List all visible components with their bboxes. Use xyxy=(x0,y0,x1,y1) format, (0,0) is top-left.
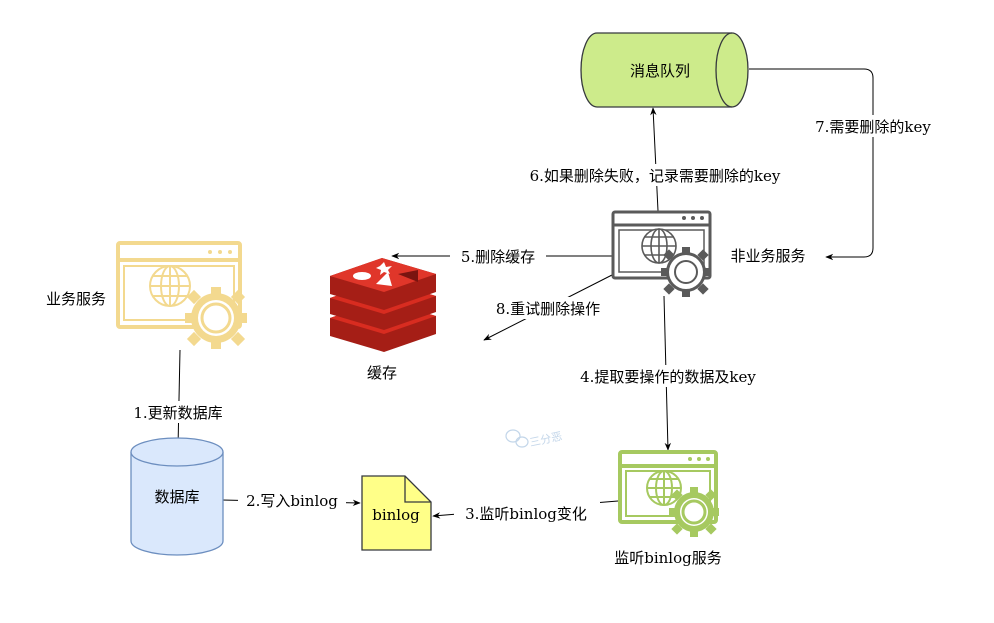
edge-label-listen-binlog: 3.监听binlog变化 xyxy=(465,505,587,523)
edge-label-delete-cache: 5.删除缓存 xyxy=(461,248,535,266)
binlog-file-label: binlog xyxy=(372,506,420,524)
edge-label-write-binlog: 2.写入binlog xyxy=(246,492,338,510)
edge-extract-data-key: 4.提取要操作的数据及key xyxy=(556,295,780,451)
edge-write-binlog: 2.写入binlog xyxy=(221,489,361,511)
non-business-service-label: 非业务服务 xyxy=(730,247,805,265)
gear-icon xyxy=(661,247,711,297)
edge-label-extract-data-key: 4.提取要操作的数据及key xyxy=(580,368,756,386)
cache-node[interactable]: 缓存 xyxy=(330,258,436,382)
edge-label-update-database: 1.更新数据库 xyxy=(133,404,222,422)
watermark: 三分恶 xyxy=(505,429,563,450)
message-queue-node[interactable]: 消息队列 xyxy=(580,32,749,108)
wechat-icon xyxy=(505,429,529,448)
gear-icon xyxy=(669,487,719,537)
edge-delete-cache: 5.删除缓存 xyxy=(391,245,612,267)
edge-retry-delete: 8.重试删除操作 xyxy=(480,274,616,341)
edge-record-failed-key: 6.如果删除失败，记录需要删除的key xyxy=(492,107,818,253)
edge-listen-binlog: 3.监听binlog变化 xyxy=(432,500,619,524)
redis-icon xyxy=(330,258,436,352)
edge-update-database: 1.更新数据库 xyxy=(118,349,238,449)
non-business-service-node[interactable]: 非业务服务 xyxy=(611,210,806,297)
binlog-listener-label: 监听binlog服务 xyxy=(614,549,722,567)
message-queue-label: 消息队列 xyxy=(630,62,690,80)
gear-icon xyxy=(185,287,247,349)
business-service-label: 业务服务 xyxy=(46,290,106,308)
edge-label-record-failed-key: 6.如果删除失败，记录需要删除的key xyxy=(530,167,781,185)
database-node[interactable]: 数据库 xyxy=(130,437,224,556)
edge-label-key-to-delete: 7.需要删除的key xyxy=(815,118,931,136)
globe-icon xyxy=(646,470,682,506)
binlog-listener-node[interactable]: 监听binlog服务 xyxy=(614,450,722,567)
cache-label: 缓存 xyxy=(367,364,397,382)
globe-icon xyxy=(149,265,191,307)
watermark-text: 三分恶 xyxy=(528,430,563,450)
edge-key-to-delete: 7.需要删除的key xyxy=(749,68,946,261)
binlog-file-node[interactable]: binlog xyxy=(361,475,432,551)
business-service-node[interactable]: 业务服务 xyxy=(46,241,247,349)
database-label: 数据库 xyxy=(154,488,199,506)
edge-label-retry-delete: 8.重试删除操作 xyxy=(496,300,600,318)
